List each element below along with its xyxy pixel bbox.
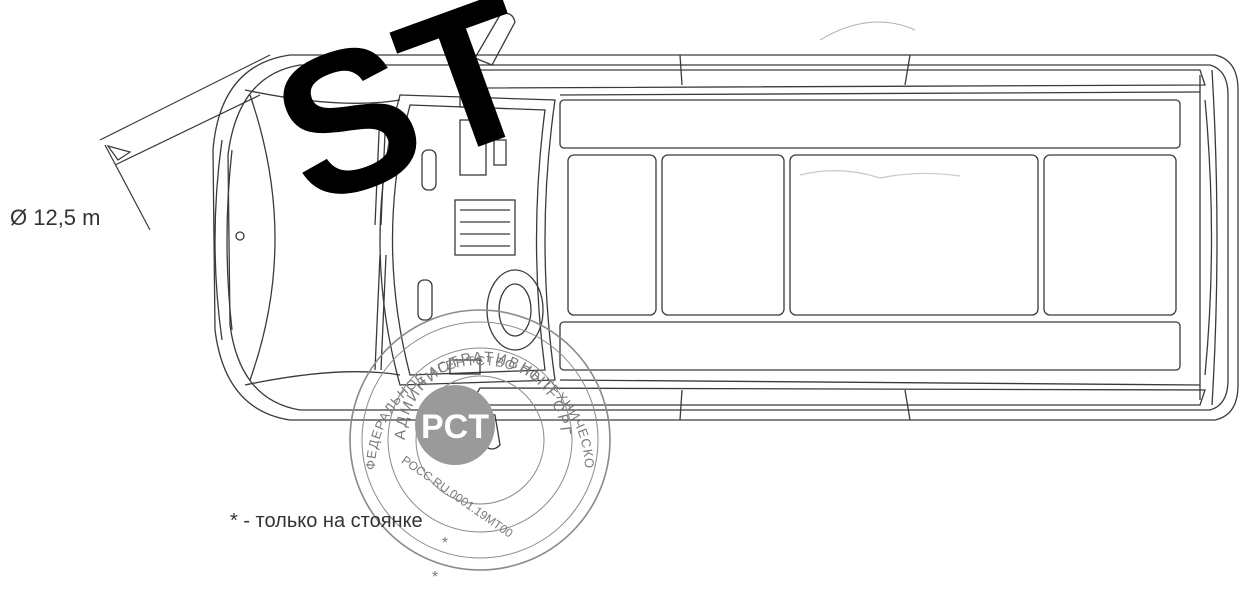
parking-only-footnote: * - только на стоянке (230, 510, 423, 532)
turning-radius-arc (99, 54, 271, 231)
seal-star-1: * (442, 535, 448, 552)
seal-star-2: * (432, 569, 438, 586)
seal-logo-text: PCT (421, 408, 489, 446)
turning-diameter-label: Ø 12,5 m (10, 205, 101, 230)
watermark: ST (248, 0, 564, 249)
vehicle-body (212, 12, 1239, 450)
turning-arrow-icon (106, 144, 132, 161)
rst-logo-icon (415, 385, 495, 465)
